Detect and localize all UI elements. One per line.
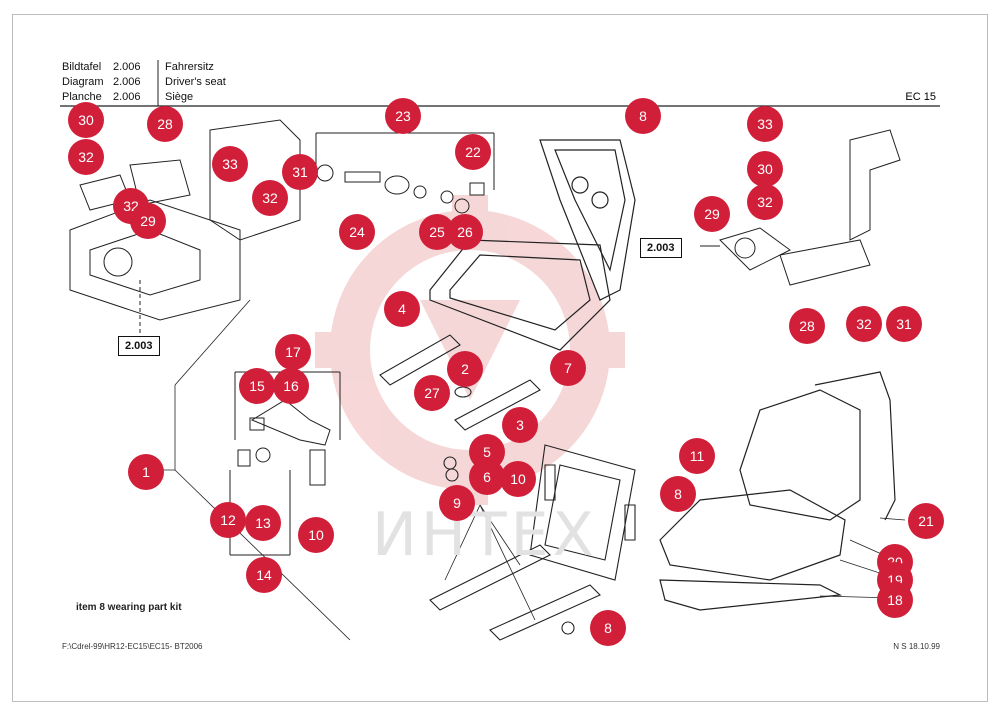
callout-6[interactable]: 6 xyxy=(469,459,505,495)
callout-33[interactable]: 33 xyxy=(212,146,248,182)
callout-29[interactable]: 29 xyxy=(130,203,166,239)
leader-lines xyxy=(140,299,906,641)
model-label: EC 15 xyxy=(905,91,936,103)
header-title-en: Driver's seat xyxy=(165,76,226,88)
watermark-text: ИНТЕХ xyxy=(372,500,598,570)
callout-8[interactable]: 8 xyxy=(590,610,626,646)
callout-8[interactable]: 8 xyxy=(660,476,696,512)
header-label-column: Bildtafel Diagram Planche xyxy=(62,60,104,105)
signature-date-text: N S 18.10.99 xyxy=(893,642,940,651)
seat-cushions xyxy=(659,371,896,611)
callout-24[interactable]: 24 xyxy=(339,214,375,250)
callout-32[interactable]: 32 xyxy=(252,180,288,216)
header-title-fr: Siège xyxy=(165,91,194,103)
callout-11[interactable]: 11 xyxy=(679,438,715,474)
callout-16[interactable]: 16 xyxy=(273,368,309,404)
header-label-fr: Planche xyxy=(62,91,102,103)
drawing-sheet xyxy=(12,14,988,702)
header-number-de: 2.006 xyxy=(113,61,141,73)
callout-30[interactable]: 30 xyxy=(68,102,104,138)
callout-8[interactable]: 8 xyxy=(625,98,661,134)
callout-28[interactable]: 28 xyxy=(147,106,183,142)
callout-32[interactable]: 32 xyxy=(747,184,783,220)
callout-4[interactable]: 4 xyxy=(384,291,420,327)
header-label-de: Bildtafel xyxy=(62,61,102,73)
header-label-en: Diagram xyxy=(62,76,104,88)
callout-32[interactable]: 32 xyxy=(68,139,104,175)
callout-7[interactable]: 7 xyxy=(550,350,586,386)
callout-15[interactable]: 15 xyxy=(239,368,275,404)
callout-31[interactable]: 31 xyxy=(886,306,922,342)
wearing-part-note: item 8 wearing part kit xyxy=(76,602,182,613)
callout-12[interactable]: 12 xyxy=(210,502,246,538)
callout-23[interactable]: 23 xyxy=(385,98,421,134)
callout-2[interactable]: 2 xyxy=(447,351,483,387)
left-bracket-assembly xyxy=(69,119,301,345)
callout-14[interactable]: 14 xyxy=(246,557,282,593)
header-title-de: Fahrersitz xyxy=(165,61,214,73)
callout-29[interactable]: 29 xyxy=(694,196,730,232)
base-frame xyxy=(429,444,636,641)
callout-28[interactable]: 28 xyxy=(789,308,825,344)
callout-26[interactable]: 26 xyxy=(447,214,483,250)
callout-31[interactable]: 31 xyxy=(282,154,318,190)
callout-3[interactable]: 3 xyxy=(502,407,538,443)
callout-13[interactable]: 13 xyxy=(245,505,281,541)
cross-reference-box-left[interactable]: 2.003 xyxy=(118,336,160,356)
callout-22[interactable]: 22 xyxy=(455,134,491,170)
header-number-column: 2.006 2.006 2.006 xyxy=(113,60,141,105)
header-title-column: Fahrersitz Driver's seat Siège xyxy=(165,60,226,105)
callout-9[interactable]: 9 xyxy=(439,485,475,521)
callout-27[interactable]: 27 xyxy=(414,375,450,411)
callout-1[interactable]: 1 xyxy=(128,454,164,490)
file-path-text: F:\Cdrel-99\HR12-EC15\EC15- BT2006 xyxy=(62,642,203,651)
right-bracket-assembly xyxy=(700,129,901,286)
cross-reference-box-right[interactable]: 2.003 xyxy=(640,238,682,258)
callout-32[interactable]: 32 xyxy=(846,306,882,342)
callout-17[interactable]: 17 xyxy=(275,334,311,370)
header-number-fr: 2.006 xyxy=(113,91,141,103)
callout-10[interactable]: 10 xyxy=(298,517,334,553)
callout-21[interactable]: 21 xyxy=(908,503,944,539)
callout-30[interactable]: 30 xyxy=(747,151,783,187)
callout-33[interactable]: 33 xyxy=(747,106,783,142)
callout-18[interactable]: 18 xyxy=(877,582,913,618)
header-number-en: 2.006 xyxy=(113,76,141,88)
callout-10[interactable]: 10 xyxy=(500,461,536,497)
